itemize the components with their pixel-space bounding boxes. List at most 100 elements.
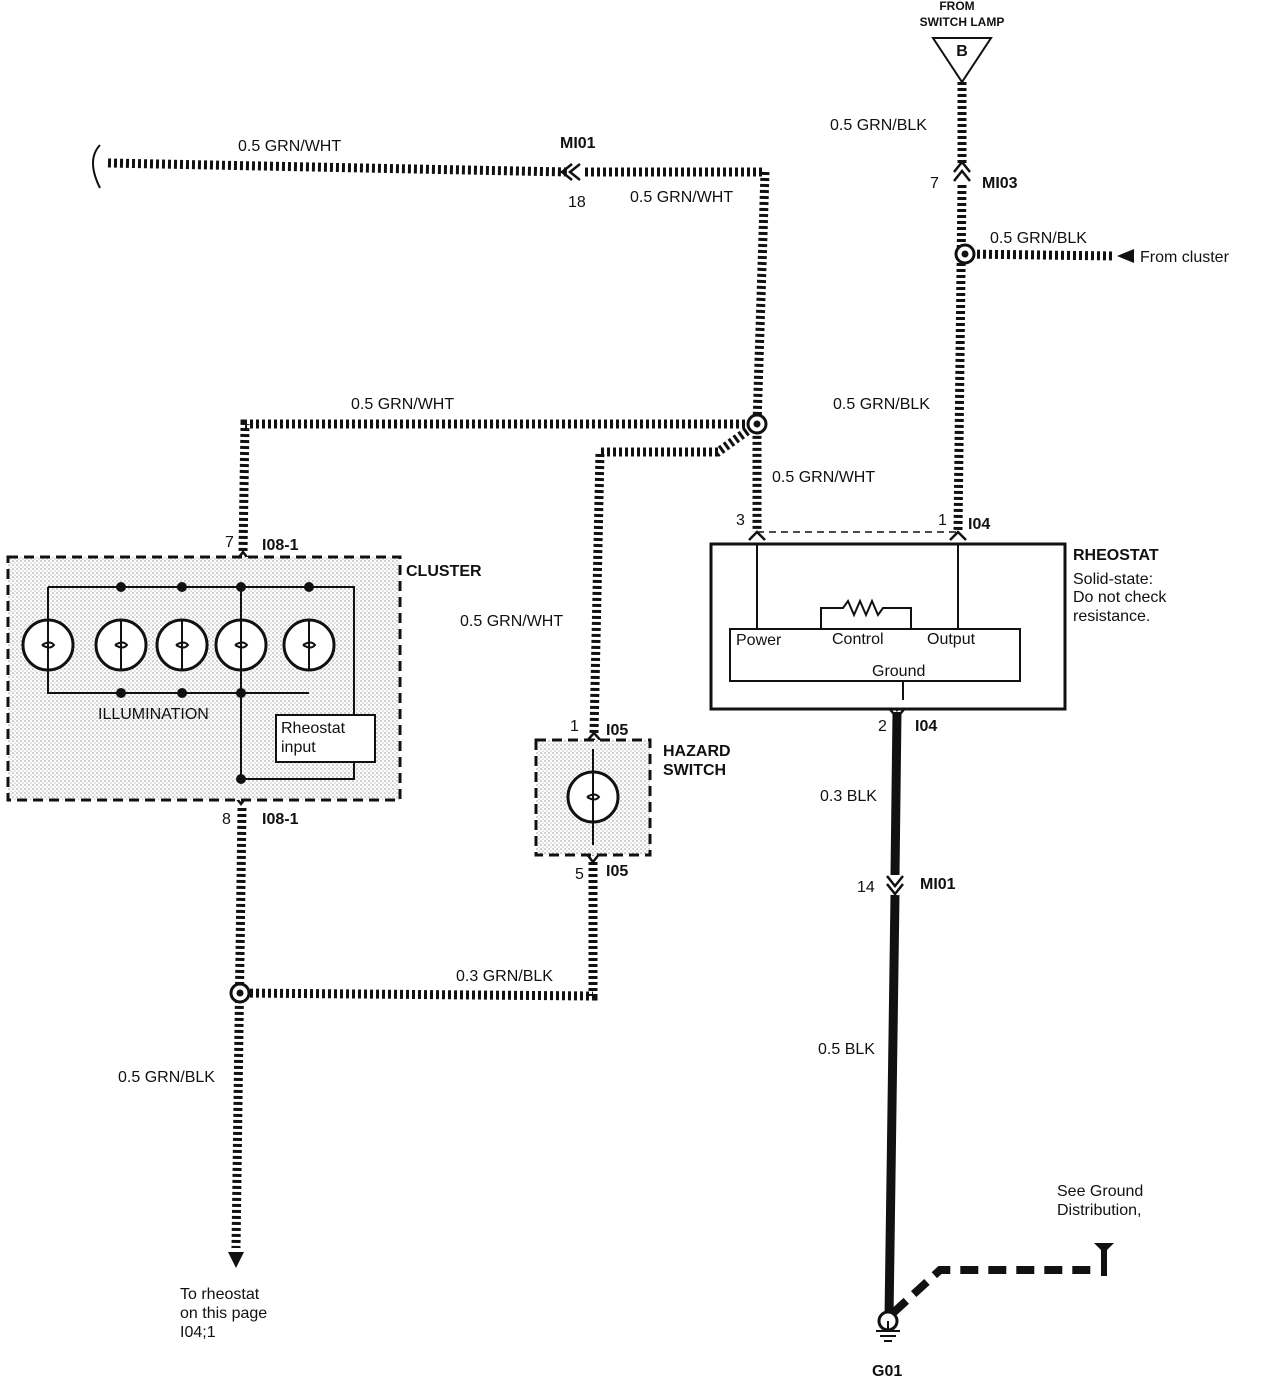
ground-distribution-note: See Ground Distribution, (1057, 1183, 1143, 1219)
cluster: CLUSTER Rheostat (6, 555, 482, 802)
splice-rheostat-feed (746, 413, 768, 435)
rheostat-leads (756, 544, 959, 629)
illumination-lamp-3 (155, 618, 209, 672)
label-top-mid: 0.5 GRN/WHT (630, 189, 733, 206)
illumination-lamp-2 (94, 618, 148, 672)
wire-upper-horiz (238, 419, 757, 553)
i08-bottom-pin: 8 (222, 811, 231, 828)
mi01-top-pin: 18 (568, 194, 586, 211)
label-ground-2: 0.5 BLK (818, 1041, 875, 1058)
mi03-pin: 7 (930, 175, 939, 192)
wire-rheo-output (953, 184, 967, 533)
i04-power-pin: 3 (736, 512, 745, 529)
rheostat-ground-label: Ground (872, 663, 925, 680)
cluster-outline (6, 555, 402, 802)
splices (229, 243, 976, 1004)
wire-ground-1 (890, 711, 902, 876)
wire-ground-2 (884, 894, 900, 1319)
label-lower-horiz: 0.3 GRN/BLK (456, 968, 553, 985)
resistor-icon (820, 598, 912, 629)
grn-wht-wires (92, 144, 770, 734)
illumination-label: ILLUMINATION (98, 706, 209, 723)
rheostat-module (729, 628, 1021, 682)
label-to-hazard: 0.5 GRN/WHT (460, 613, 563, 630)
label-from-b: 0.5 GRN/BLK (830, 117, 927, 134)
mi01-top-chevron (559, 163, 581, 181)
i05-top-pin: 1 (570, 718, 579, 735)
rheostat-input-line1: Rheostat (281, 720, 346, 737)
i08-top-pin: 7 (225, 534, 234, 551)
to-rheostat-line2: on this page (180, 1305, 267, 1322)
rheostat-output-label: Output (927, 631, 976, 648)
rheostat-note-3: resistance. (1073, 608, 1150, 625)
wire-labels: 0.5 GRN/WHT 0.5 GRN/WHT 0.5 GRN/WHT 0.5 … (118, 117, 1230, 1086)
source-switch-lamp: FROM SWITCH LAMP B (920, 0, 1004, 84)
wire-from-cluster (964, 249, 1116, 261)
rheostat-control-label: Control (832, 631, 884, 648)
illumination-lamp-4 (214, 618, 268, 672)
illumination-lamp-1 (21, 618, 75, 672)
mi03-name: MI03 (982, 175, 1018, 192)
wire-to-rheostat-bottom (231, 807, 247, 1249)
rheostat-note-2: Do not check (1073, 589, 1167, 606)
mi01-bottom-pin: 14 (857, 879, 875, 896)
rheostat-power-label: Power (736, 632, 782, 649)
label-from-cluster: 0.5 GRN/BLK (990, 230, 1087, 247)
connector-labels: MI01 18 MI03 7 3 1 I04 2 I04 14 MI01 7 I… (222, 135, 1018, 896)
label-top-left: 0.5 GRN/WHT (238, 138, 341, 155)
to-rheostat-note: To rheostat on this page I04;1 (180, 1286, 267, 1341)
i04-out-name: I04 (915, 718, 937, 735)
wire-top-mid (585, 167, 770, 532)
splice-from-cluster (954, 243, 976, 265)
from-cluster-arrow-icon (1117, 249, 1134, 263)
source-triangle (931, 37, 993, 84)
hazard-outline (534, 738, 652, 857)
blk-wires (884, 711, 1098, 1319)
illumination-lamp-5 (282, 618, 336, 672)
grn-blk-wires (231, 82, 1116, 1249)
rheostat-title: RHEOSTAT (1073, 547, 1159, 564)
i04-output-chevron (949, 530, 967, 541)
hazard-lamp (566, 749, 620, 845)
ground-name: G01 (872, 1363, 902, 1378)
ground-icon (876, 1321, 900, 1342)
wire-continuation-mark (92, 144, 101, 189)
rheostat: Power Control Output Ground RHEOSTAT Sol… (709, 542, 1167, 711)
wire-ground-ref (890, 1266, 1098, 1316)
rheostat-outline (709, 542, 1067, 711)
wire-lower-horiz (239, 862, 598, 1001)
wire-to-hazard (589, 420, 760, 734)
label-rheo-output: 0.5 GRN/BLK (833, 396, 930, 413)
i04-out-pin: 2 (878, 718, 887, 735)
to-rheostat-line1: To rheostat (180, 1286, 260, 1303)
cluster-junction-dots (116, 582, 314, 784)
ground-g01: G01 (872, 1243, 1114, 1378)
mi01-bottom-chevron (886, 875, 904, 897)
source-letter: B (956, 43, 968, 60)
label-to-rheostat: 0.5 GRN/WHT (772, 469, 875, 486)
label-upper-horiz: 0.5 GRN/WHT (351, 396, 454, 413)
label-to-rheostat-bottom: 0.5 GRN/BLK (118, 1069, 215, 1086)
i08-bottom-name: I08-1 (262, 811, 299, 828)
wire-top-left (107, 158, 569, 177)
i04-output-pin: 1 (938, 512, 947, 529)
cluster-shading (8, 557, 400, 800)
ground-distribution-icon (1094, 1243, 1114, 1276)
source-line1: FROM (939, 0, 974, 13)
cluster-title: CLUSTER (406, 563, 482, 580)
i04-in-name: I04 (968, 516, 990, 533)
mi01-bottom-name: MI01 (920, 876, 956, 893)
hazard-switch: HAZARD SWITCH (534, 738, 731, 857)
mi01-top-name: MI01 (560, 135, 596, 152)
ground-note-line2: Distribution, (1057, 1202, 1141, 1219)
ground-note-line1: See Ground (1057, 1183, 1143, 1200)
splice-lower (229, 982, 251, 1004)
from-cluster-text: From cluster (1140, 249, 1230, 266)
rheostat-note-1: Solid-state: (1073, 571, 1153, 588)
i05-bottom-pin: 5 (575, 866, 584, 883)
rheostat-input-box (275, 714, 376, 763)
to-rheostat-line3: I04;1 (180, 1324, 216, 1341)
hazard-title-2: SWITCH (663, 762, 726, 779)
i08-top-name: I08-1 (262, 537, 299, 554)
hazard-title-1: HAZARD (663, 743, 731, 760)
